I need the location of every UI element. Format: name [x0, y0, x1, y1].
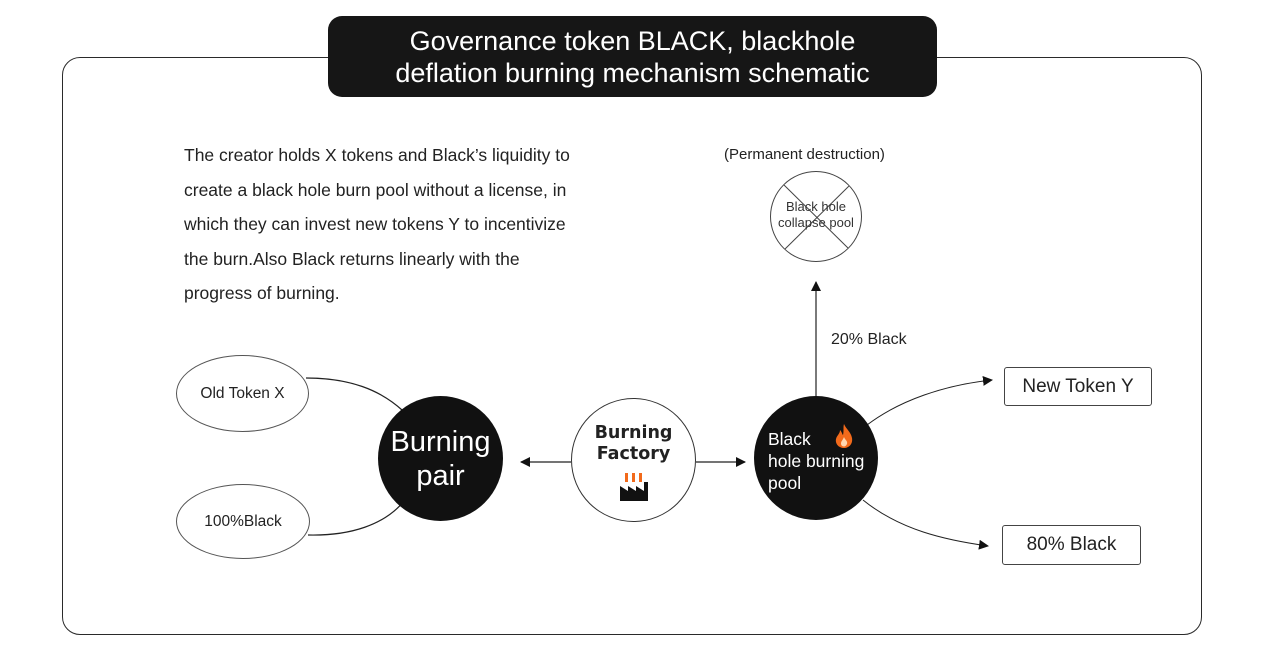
connector-old-token: [305, 377, 403, 411]
old-token-x-label: Old Token X: [200, 384, 285, 402]
new-token-y-node: New Token Y: [1004, 367, 1152, 406]
connector-100-black: [307, 499, 406, 536]
burning-factory-line-1: Burning: [594, 423, 673, 443]
flow-20-black-label: 20% Black: [831, 331, 907, 348]
collapse-pool-line-2: collapse pool: [778, 215, 854, 230]
burning-pair-node: Burning pair: [378, 396, 503, 521]
black-100-node: 100%Black: [176, 484, 310, 559]
black-hole-burning-pool-node: Black hole burning pool: [754, 396, 878, 520]
factory-icon: [619, 473, 648, 501]
description-text: The creator holds X tokens and Black’s l…: [184, 138, 634, 311]
burning-factory-node: Burning Factory: [571, 398, 696, 522]
burning-pair-line-2: pair: [416, 459, 465, 492]
pool-line-2: hole burning: [768, 451, 865, 471]
description-line: progress of burning.: [184, 283, 340, 303]
permanent-destruction-caption: (Permanent destruction): [724, 146, 885, 163]
black-80-label: 80% Black: [1026, 534, 1117, 555]
cross-mark: [783, 184, 851, 251]
black-100-label: 100%Black: [204, 512, 282, 530]
title-line-2: deflation burning mechanism schematic: [395, 57, 870, 88]
description-line: create a black hole burn pool without a …: [184, 179, 567, 200]
description-line: The creator holds X tokens and Black’s l…: [184, 145, 570, 165]
description-line: the burn.Also Black returns linearly wit…: [184, 248, 520, 269]
title-line-1: Governance token BLACK, blackhole: [409, 25, 856, 56]
pool-line-1: Black: [768, 429, 811, 449]
collapse-pool-label: Black hole collapse pool: [771, 199, 861, 231]
pool-line-3: pool: [768, 473, 802, 493]
black-80-node: 80% Black: [1002, 525, 1141, 565]
black-hole-collapse-pool-node: Black hole collapse pool: [770, 171, 862, 262]
arrow-pool-to-new-token: [866, 375, 993, 426]
burning-pair-line-1: Burning: [390, 425, 491, 458]
description-line: which they can invest new tokens Y to in…: [184, 214, 566, 234]
old-token-x-node: Old Token X: [176, 355, 309, 432]
diagram-title: Governance token BLACK, blackhole deflat…: [328, 16, 937, 97]
flame-icon: [835, 424, 853, 448]
collapse-pool-line-1: Black hole: [786, 199, 846, 214]
arrow-pool-to-80-black: [862, 499, 989, 550]
burning-factory-line-2: Factory: [596, 444, 671, 464]
new-token-y-label: New Token Y: [1022, 375, 1134, 397]
